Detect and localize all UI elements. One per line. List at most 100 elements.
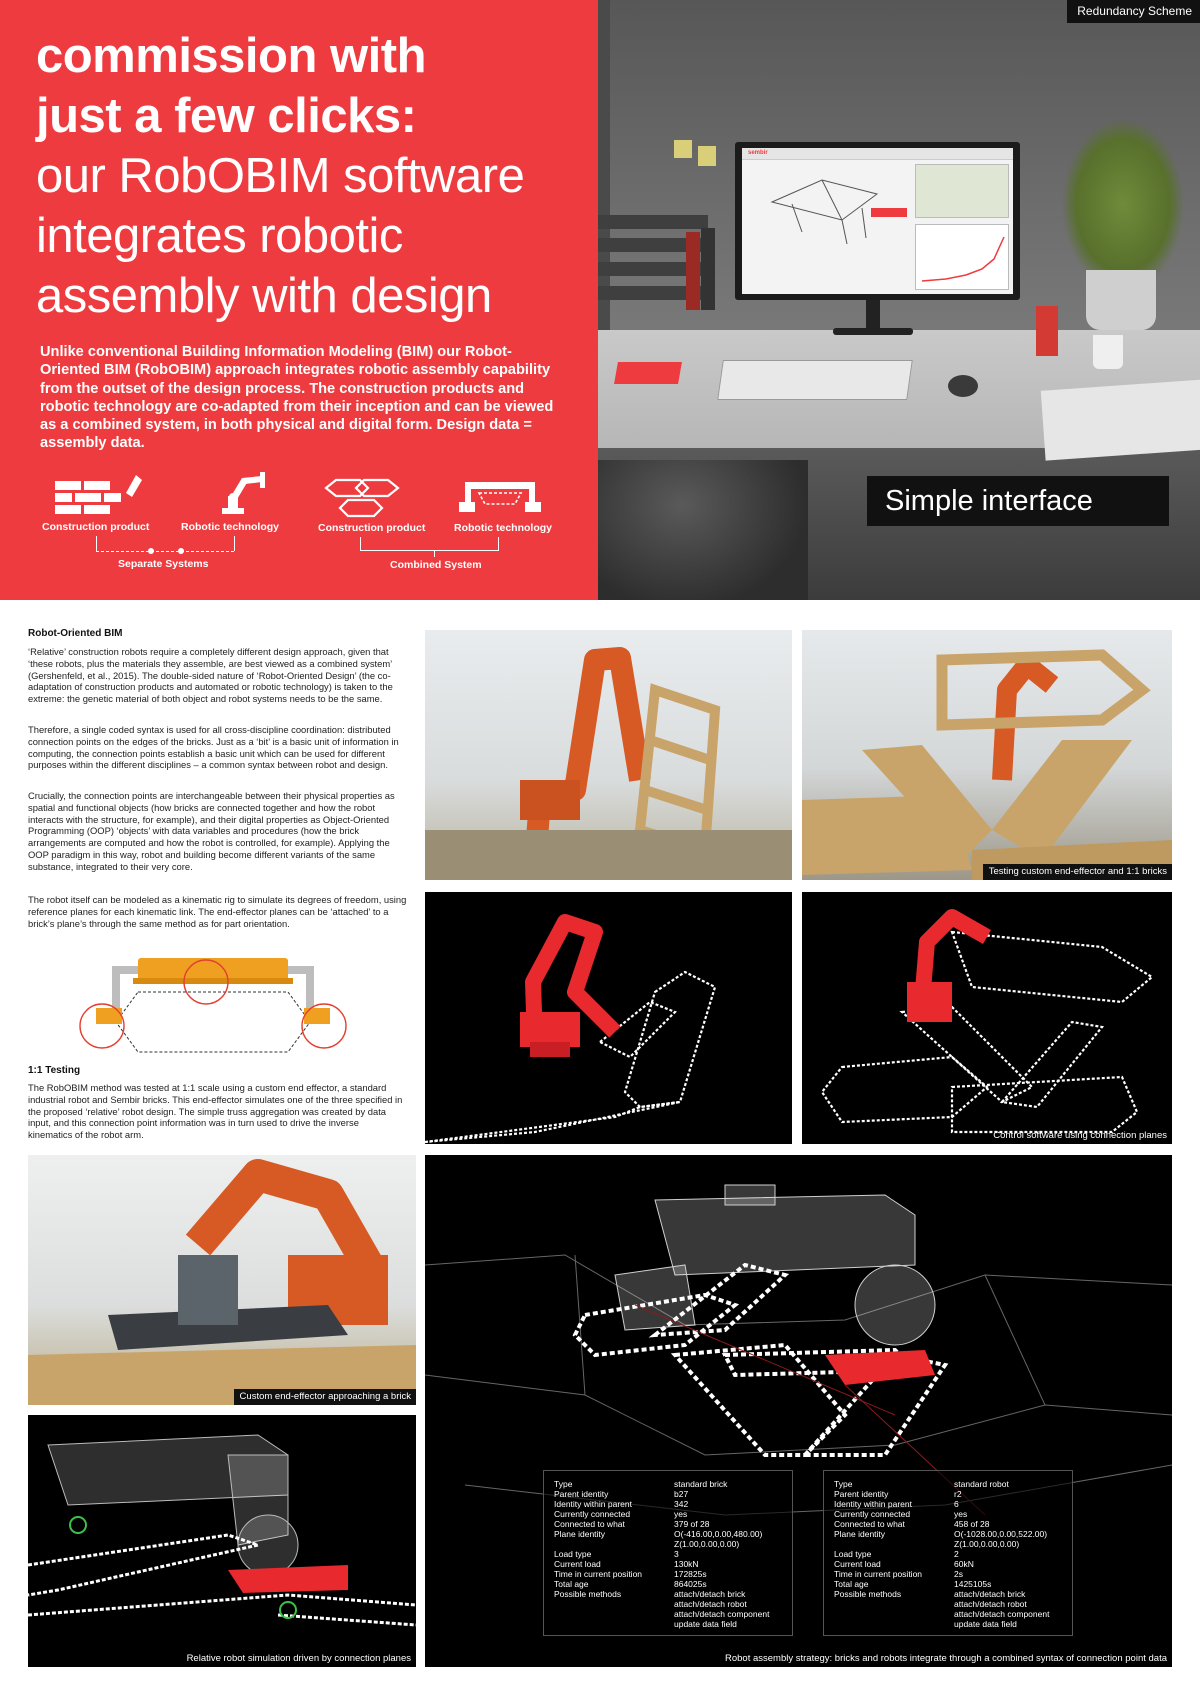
data-panel-key: Parent identity [834,1489,889,1499]
mug [1093,335,1123,369]
data-panel-value: attach/detach component [954,1609,1050,1619]
control-render-arch: Control software using connection planes [802,892,1172,1144]
sep-product-label: Construction product [42,521,150,533]
robot-simulation-render: Relative robot simulation driven by conn… [28,1415,416,1667]
toy-robot [1036,306,1058,356]
connector-dot [148,548,154,554]
hero-title: commission with just a few clicks: our R… [36,26,591,326]
book [701,228,715,310]
map-view [915,164,1009,218]
combined-robot-icon [459,482,541,512]
mouse [948,375,978,397]
robot-photo-arch: Testing custom end-effector and 1:1 bric… [802,630,1172,880]
data-panel-value: b27 [674,1489,689,1499]
data-panel-key: Time in current position [554,1569,643,1579]
monitor-screen: sembir [742,148,1013,294]
data-panel-key: Time in current position [834,1569,923,1579]
data-panel-key: Type [834,1479,853,1489]
data-panel-value: 379 of 28 [674,1519,710,1529]
data-panel-value: attach/detach robot [954,1599,1027,1609]
data-panel-value: 1425105s [954,1579,992,1589]
data-panel-key: Total age [554,1579,589,1589]
plant [1063,120,1183,290]
dashed-connector [96,551,234,552]
data-panel-value: attach/detach component [674,1609,770,1619]
hero-title-line: commission with [36,29,427,83]
data-panel-key: Parent identity [554,1489,609,1499]
figure-caption: Relative robot simulation driven by conn… [186,1653,411,1664]
solid-connector [360,550,498,551]
model-view [770,179,879,245]
data-panel-value: attach/detach robot [674,1599,747,1609]
data-panel-key: Total age [834,1579,869,1589]
data-panel-key: Currently connected [834,1509,911,1519]
connector-dot [178,548,184,554]
monitor-stand [866,300,880,330]
plant-pot [1086,270,1156,330]
interface-tag: Simple interface [867,476,1169,526]
data-panel-value: r2 [954,1489,962,1499]
data-panel-value: Z(1.00,0.00,0.00) [674,1539,740,1549]
brand-card [614,362,682,384]
monitor: sembir [735,142,1020,300]
data-panel-value: standard brick [674,1479,728,1489]
data-panel-key: Possible methods [834,1589,902,1599]
data-panel-value: update data field [954,1619,1017,1629]
data-panel-key: Plane identity [834,1529,886,1539]
data-panel-value: 6 [954,1499,959,1509]
sticky-note [698,146,716,166]
comb-product-label: Construction product [318,522,426,534]
data-panel-value: 60kN [954,1559,974,1569]
office-desk-photo: sembir Redundancy Scheme Simple interfac… [598,0,1200,600]
data-panel-value: standard robot [954,1479,1009,1489]
data-panel-key: Connected to what [834,1519,905,1529]
connector-line [434,550,435,557]
data-panel-value: O(-416.00,0.00,480.00) [674,1529,763,1539]
data-panel-key: Current load [834,1559,881,1569]
data-panel-value: 3 [674,1549,679,1559]
office-chair [598,460,808,600]
connector-line [234,536,235,551]
data-panel-value: attach/detach brick [674,1589,746,1599]
book [686,232,700,310]
data-panel-key: Possible methods [554,1589,622,1599]
hero-title-line: our RobOBIM software [36,149,525,203]
data-panel-key: Load type [834,1549,872,1559]
figure-caption: Testing custom end-effector and 1:1 bric… [982,864,1172,880]
comb-robot-label: Robotic technology [454,522,552,534]
data-panel-value: 130kN [674,1559,699,1569]
data-panel-key: Load type [554,1549,592,1559]
hero-title-line: assembly with design [36,269,492,323]
data-panel-key: Current load [554,1559,601,1569]
paragraph: The robot itself can be modeled as a kin… [28,894,407,929]
paragraph: The RobOBIM method was tested at 1:1 sca… [28,1082,403,1141]
end-effector-photo: Custom end-effector approaching a brick [28,1155,416,1405]
newspaper [1040,379,1200,461]
graph-view [915,224,1009,290]
section-heading: 1:1 Testing [28,1065,81,1076]
paragraph: Crucially, the connection points are int… [28,790,395,872]
paper-tray [598,215,708,229]
paper-tray [598,286,708,300]
paper-tray [598,238,708,252]
sticky-note [674,140,692,158]
scheme-tag: Redundancy Scheme [1067,0,1200,23]
data-panel-key: Identity within parent [554,1499,632,1509]
figure-caption: Control software using connection planes [993,1130,1167,1141]
data-panel-value: update data field [674,1619,737,1629]
robot-photo-truss [425,630,792,880]
data-panel-value: 2s [954,1569,963,1579]
connector-line [360,537,361,551]
data-panel-value: yes [674,1509,688,1519]
keyboard [717,360,913,400]
robot-arm-icon [222,472,265,514]
data-panel-value: 342 [674,1499,689,1509]
data-panel-key: Currently connected [554,1509,631,1519]
data-panel-key: Connected to what [554,1519,625,1529]
data-panel-value: 864025s [674,1579,707,1589]
connector-line [96,536,97,551]
data-panel-value: Z(1.00,0.00,0.00) [954,1539,1020,1549]
combined-brick-icon [324,478,400,518]
